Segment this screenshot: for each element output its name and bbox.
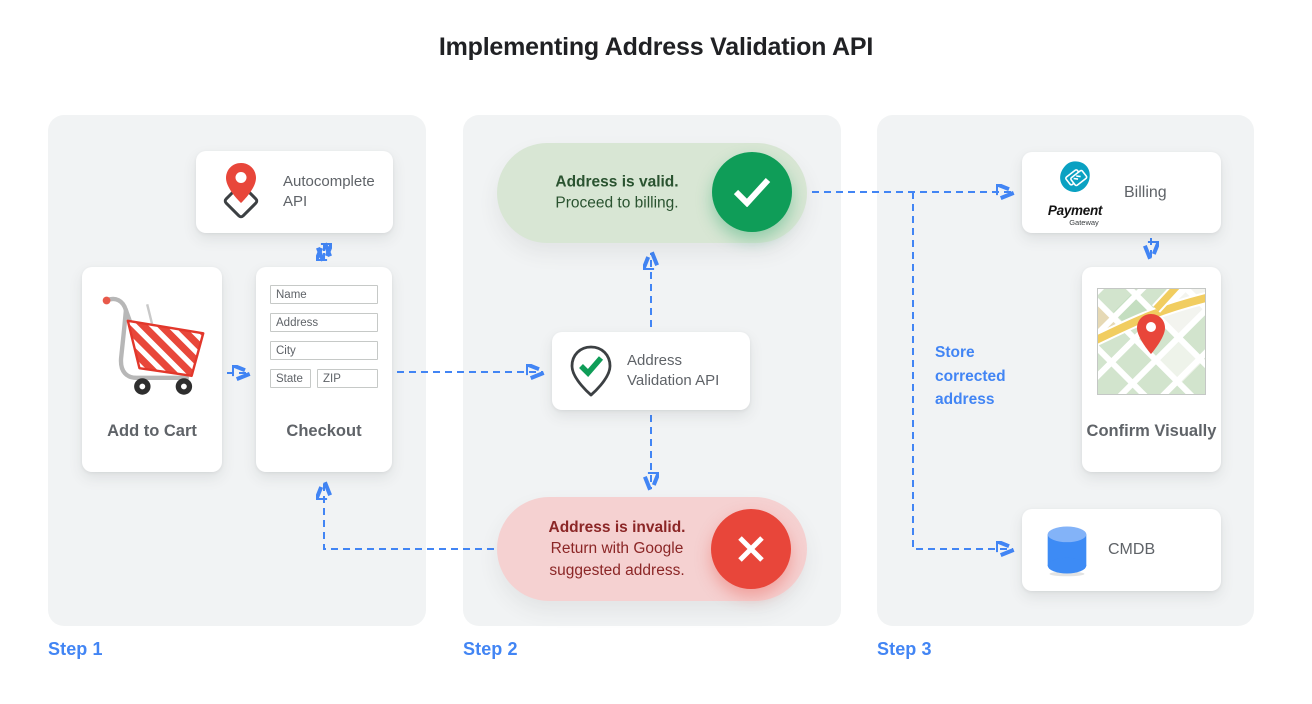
payment-gateway-logo-subtitle: Gateway	[1069, 217, 1099, 227]
step2-label: Step 2	[463, 639, 518, 659]
address-valid-text: Address is valid. Proceed to billing.	[519, 172, 715, 215]
confirm-visually-label: Confirm Visually	[1086, 421, 1217, 440]
check-circle-icon	[712, 152, 792, 232]
city-field: City	[270, 341, 378, 360]
autocomplete-api-node: Autocomplete API	[196, 151, 393, 233]
add-to-cart-label: Add to Cart	[107, 421, 197, 440]
step1-label: Step 1	[48, 639, 103, 659]
address-invalid-title: Address is invalid.	[548, 518, 686, 536]
zip-field: ZIP	[317, 369, 378, 388]
cmdb-label: CMDB	[1108, 541, 1156, 558]
address-validation-api-node: Address Validation API	[552, 332, 750, 410]
map-thumbnail	[1027, 222, 1266, 446]
address-invalid-text: Address is invalid. Return with Google s…	[519, 517, 715, 581]
map-pin-icon	[1137, 314, 1165, 354]
checkout-label: Checkout	[286, 421, 362, 440]
billing-node: Payment Gateway Billing	[1022, 152, 1221, 233]
address-valid-title: Address is valid.	[555, 173, 679, 191]
name-field: Name	[270, 285, 378, 304]
map-pin-diamond-icon	[223, 163, 259, 219]
cmdb-node: CMDB	[1022, 509, 1221, 591]
x-circle-icon	[711, 509, 791, 589]
map-pin-check-icon	[570, 345, 612, 397]
confirm-visually-node: Confirm Visually	[1027, 222, 1266, 472]
step3-label: Step 3	[877, 639, 932, 659]
payment-gateway-logo: Payment Gateway	[1042, 158, 1108, 227]
store-corrected-address-note: Store corrected address	[935, 344, 1006, 409]
state-field: State	[270, 369, 311, 388]
page-title: Implementing Address Validation API	[438, 33, 874, 61]
autocomplete-api-label: Autocomplete API	[283, 173, 375, 210]
payment-gateway-blob-icon	[1060, 161, 1090, 193]
address-valid-pill: Address is valid. Proceed to billing.	[497, 143, 807, 243]
payment-gateway-logo-title: Payment	[1047, 203, 1103, 219]
billing-label: Billing	[1124, 183, 1167, 201]
address-field: Address	[270, 313, 378, 332]
address-invalid-subtitle: Return with Google suggested address.	[549, 540, 685, 579]
address-valid-subtitle: Proceed to billing.	[555, 195, 679, 212]
address-validation-api-label: Address Validation API	[627, 352, 720, 389]
address-invalid-pill: Address is invalid. Return with Google s…	[497, 497, 807, 601]
checkout-node: Name Address City State ZIP Checkout	[256, 267, 392, 472]
shopping-cart-icon	[102, 296, 205, 395]
add-to-cart-node: Add to Cart	[82, 267, 222, 472]
database-cylinder-icon	[1047, 526, 1087, 577]
